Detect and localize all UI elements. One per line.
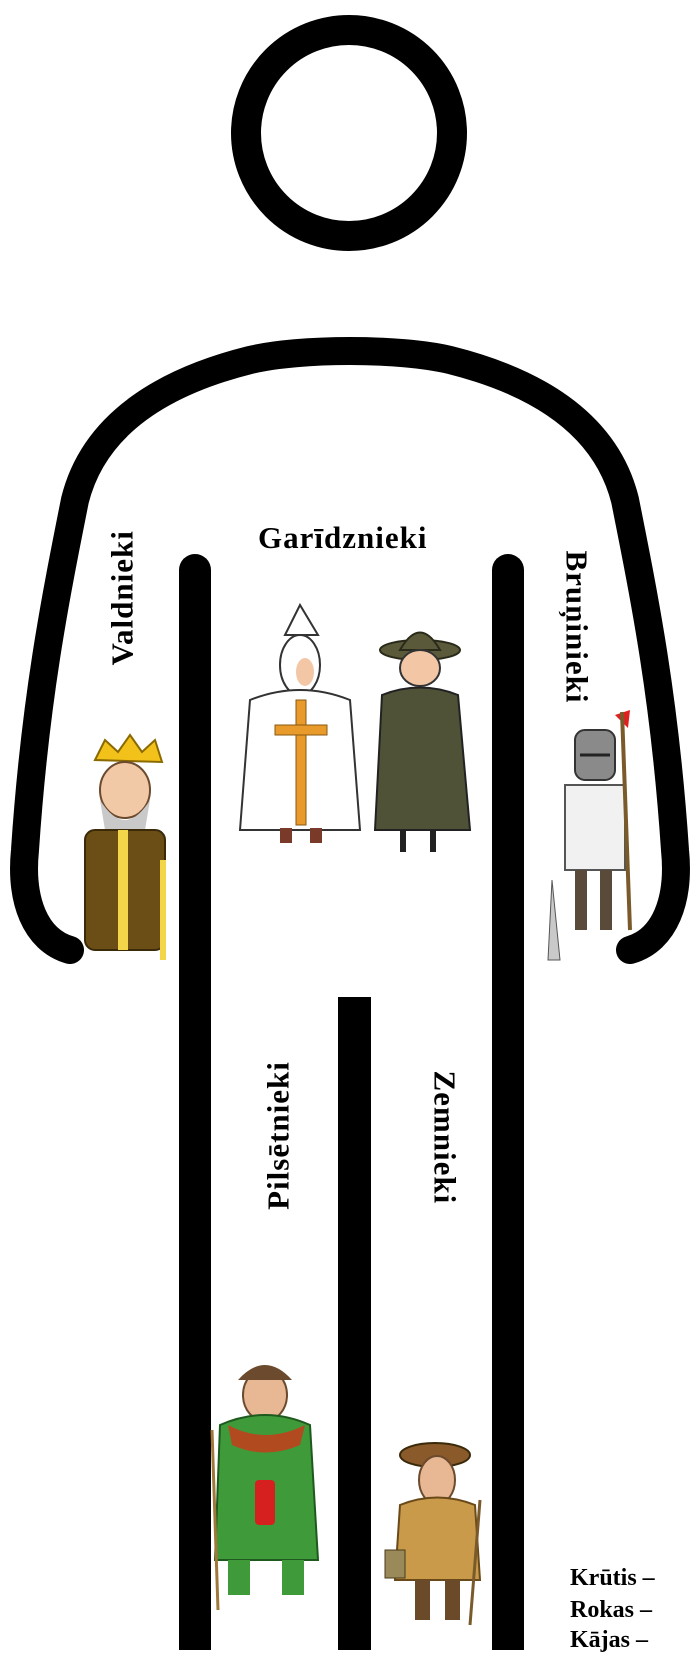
label-valdnieki: Valdnieki [107, 546, 138, 666]
legend-item: Rokas – [570, 1597, 652, 1624]
peasant-figure [385, 1443, 480, 1625]
monk-green-figure [375, 633, 470, 853]
head-outline [246, 30, 452, 236]
label-pilsetnieki: Pilsētnieki [263, 1061, 294, 1211]
knight-figure [548, 710, 630, 960]
legend-item: Krūtis – [570, 1565, 655, 1592]
king-figure [85, 735, 166, 960]
label-brunienieki: Bruņinieki [562, 551, 593, 681]
label-zemnieki: Zemnieki [430, 1071, 461, 1201]
monk-white-figure [240, 605, 360, 843]
label-garidznieki: Garīdznieki [258, 522, 427, 553]
townsman-figure [212, 1365, 318, 1610]
leg-divider [338, 997, 371, 1650]
